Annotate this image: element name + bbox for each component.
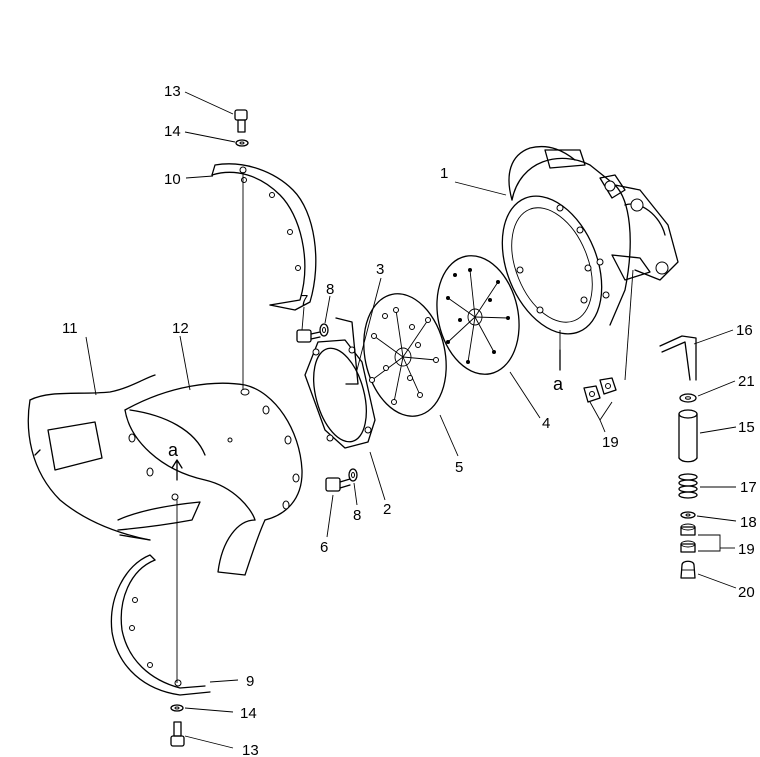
part-12-shroud [124,382,303,576]
callout-5: 5 [455,459,463,476]
part-9-shield [110,500,211,696]
callout-6: 6 [320,539,328,556]
washer-14-bottom [170,704,184,712]
nut-19-pair [583,377,617,403]
callout-8a: 8 [326,281,334,298]
washer-21 [679,393,697,403]
part-17-spring [678,473,698,499]
callout-16: 16 [736,322,753,339]
part-1-housing [501,145,679,381]
callout-13b: 13 [242,742,259,757]
callout-11: 11 [62,320,78,337]
part-4-gasket [436,255,520,375]
part-5-plate [363,293,447,417]
callout-labels: 1 2 3 4 5 6 7 8 8 9 10 11 12 13 13 14 14… [62,83,757,757]
part-3-bracket [335,317,359,385]
part-10-shield [211,163,317,390]
washer-8-top [319,323,329,337]
bolt-13-bottom [170,721,185,747]
washer-8-bottom [348,468,358,482]
bolt-7 [296,329,321,343]
callout-18: 18 [740,514,757,531]
callout-7: 7 [300,292,308,309]
callout-2: 2 [383,501,391,518]
callout-10: 10 [164,171,181,188]
callout-20: 20 [738,584,755,601]
part-2-flange [304,339,376,449]
ref-a-left: a [168,440,179,460]
callout-3: 3 [376,261,384,278]
callout-4: 4 [542,415,550,432]
washer-18 [680,511,696,519]
part-11-deflector [27,374,201,541]
bolt-13-top [234,109,248,133]
callout-15: 15 [738,419,755,436]
callout-14a: 14 [164,123,181,140]
cap-20 [680,560,696,579]
callout-21: 21 [738,373,755,390]
callout-19b: 19 [738,541,755,558]
callout-8b: 8 [353,507,361,524]
callout-13a: 13 [164,83,181,100]
bolt-6 [325,477,351,492]
callout-17: 17 [740,479,757,496]
callout-12: 12 [172,320,189,337]
callout-14b: 14 [240,705,257,722]
part-15-sleeve [678,409,698,463]
callout-19a: 19 [602,434,619,451]
callout-9: 9 [246,673,254,690]
callout-1: 1 [440,165,448,182]
ref-a-right: a [553,374,564,394]
leader-lines [85,91,737,749]
reference-marks: a a [168,349,564,481]
washer-14-top [235,139,249,147]
nut-19-stack [680,523,696,553]
part-16-rod [659,335,697,381]
